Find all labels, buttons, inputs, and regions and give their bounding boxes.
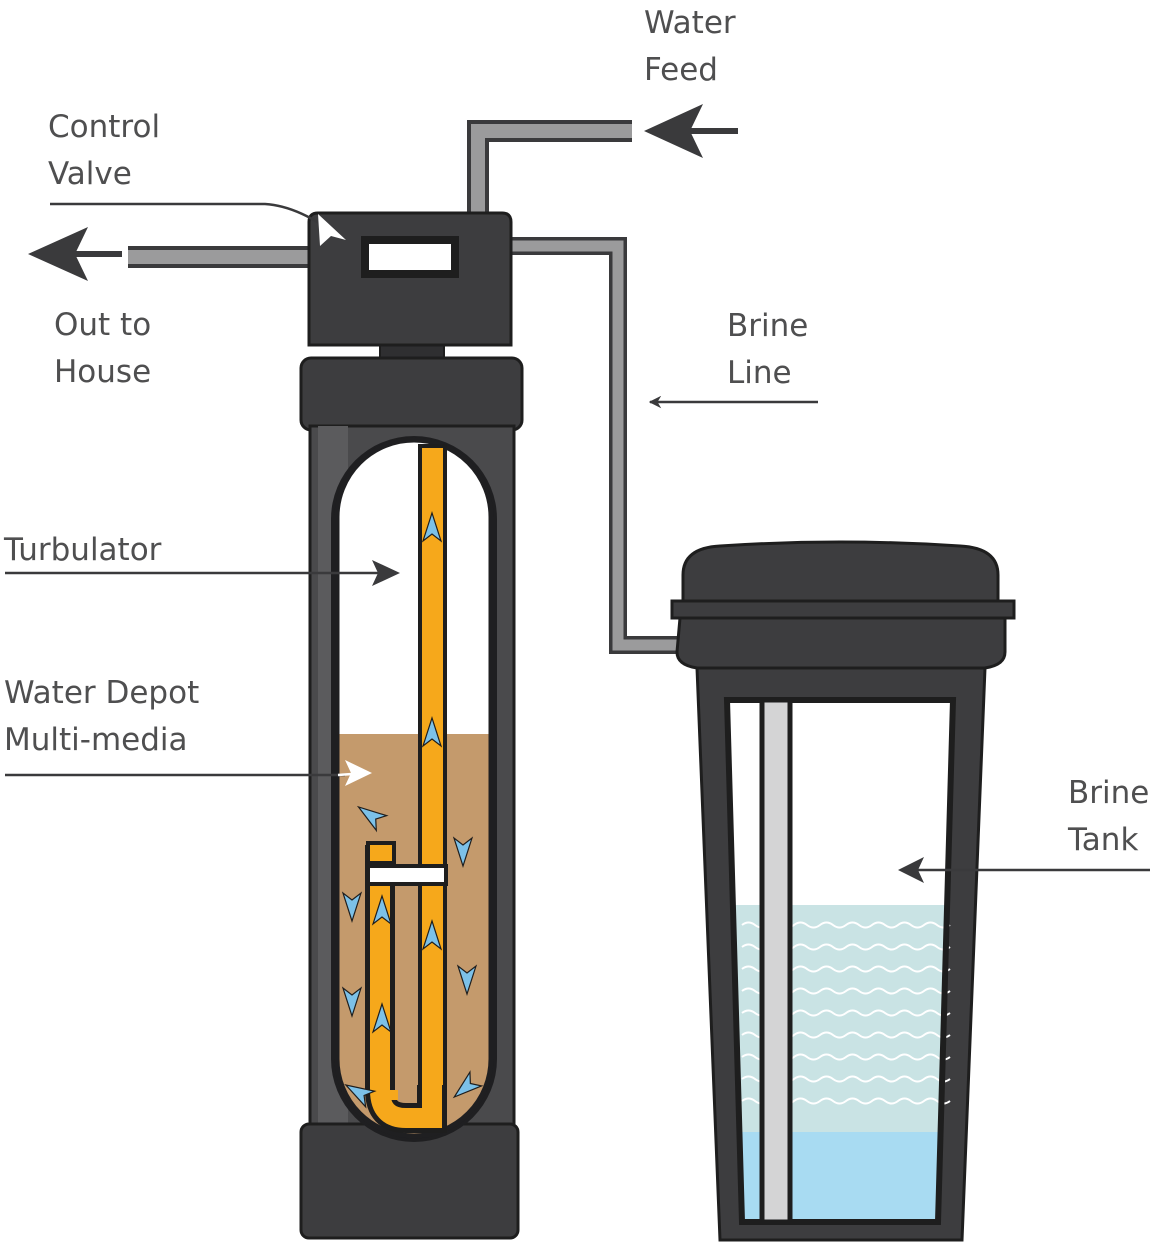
water-feed-arrow (644, 104, 738, 158)
flow-arrow (356, 805, 389, 833)
distributor-tube (418, 444, 447, 1118)
leader-lines (5, 104, 1150, 883)
control-valve-leader (50, 202, 343, 240)
water-feed-pipe (467, 120, 632, 222)
flow-arrow (452, 836, 474, 868)
flow-arrows (341, 511, 484, 1109)
pipes (128, 120, 680, 654)
flow-arrow (456, 964, 478, 996)
flow-arrow (344, 1084, 377, 1109)
flow-arrow (421, 716, 443, 748)
flow-arrow (452, 1070, 484, 1099)
brine-well (759, 697, 793, 1225)
control-valve (307, 211, 513, 369)
flow-arrow (341, 891, 363, 923)
turbulator-label: Turbulator (4, 532, 162, 568)
out-to-house-arrow (28, 227, 122, 281)
window-empty-space (337, 440, 491, 740)
control-valve-body (307, 211, 513, 347)
turbulator-clip (366, 864, 448, 886)
flow-arrow (371, 1002, 393, 1034)
flow-arrow (371, 894, 393, 926)
mineral-tank-cap (299, 356, 524, 432)
brine-tank-lid (681, 540, 1000, 606)
brine-line-pipe (505, 237, 680, 654)
mineral-tank (299, 356, 524, 1240)
flow-arrow (421, 919, 443, 951)
control-valve-display (361, 236, 459, 278)
multimedia-bed (337, 734, 491, 1136)
flow-arrow (421, 511, 443, 543)
flow-arrow (341, 986, 363, 1018)
brine-tank (670, 540, 1016, 1242)
